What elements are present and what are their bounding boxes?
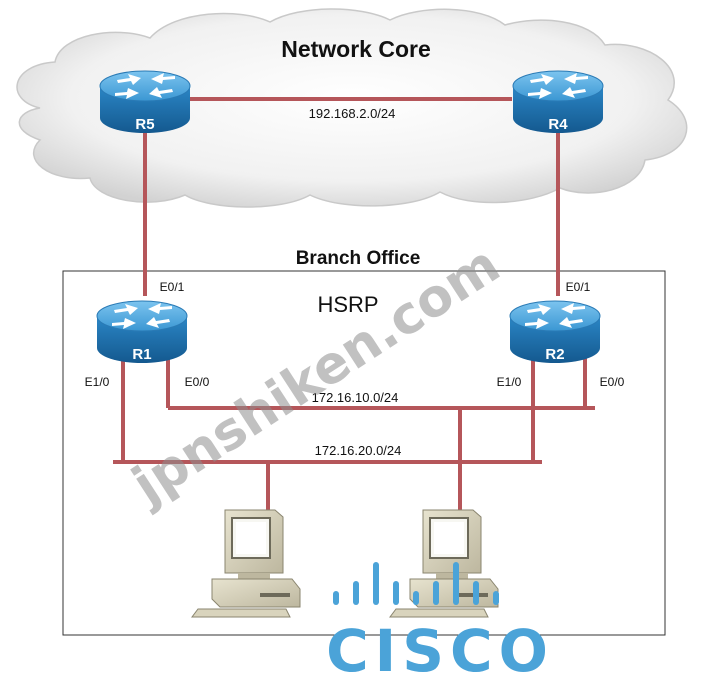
branch-office-title: Branch Office [296, 248, 421, 269]
network-core-title: Network Core [281, 36, 431, 62]
hsrp-label: HSRP [317, 292, 378, 317]
r2-e10-label: E1/0 [497, 375, 522, 389]
router-r2-icon: R2 [509, 300, 601, 364]
lan-172-16-10-label: 172.16.10.0/24 [312, 390, 399, 405]
r2-e00-label: E0/0 [600, 375, 625, 389]
pc-2-icon [389, 509, 499, 618]
router-r2-label: R2 [545, 346, 564, 363]
cisco-logo: CISCO [326, 562, 554, 680]
watermark-text: jpnshiken.com [121, 235, 511, 517]
r1-e01-label: E0/1 [160, 280, 185, 294]
router-r5-label: R5 [135, 116, 154, 133]
cisco-logo-text: CISCO [326, 617, 554, 680]
cisco-logo-bars [333, 562, 499, 605]
network-core-cloud [16, 8, 688, 208]
core-link-label: 192.168.2.0/24 [309, 106, 396, 121]
router-r1-icon: R1 [96, 300, 188, 364]
r1-e10-label: E1/0 [85, 375, 110, 389]
pc-1-icon [191, 509, 301, 618]
r1-e00-label: E0/0 [185, 375, 210, 389]
router-r5-icon: R5 [99, 70, 191, 134]
lan-172-16-20-label: 172.16.20.0/24 [315, 443, 402, 458]
router-r4-icon: R4 [512, 70, 604, 134]
router-r1-label: R1 [132, 346, 151, 363]
network-links [113, 97, 595, 510]
r2-e01-label: E0/1 [566, 280, 591, 294]
router-r4-label: R4 [548, 116, 568, 133]
branch-office-box [62, 270, 666, 636]
